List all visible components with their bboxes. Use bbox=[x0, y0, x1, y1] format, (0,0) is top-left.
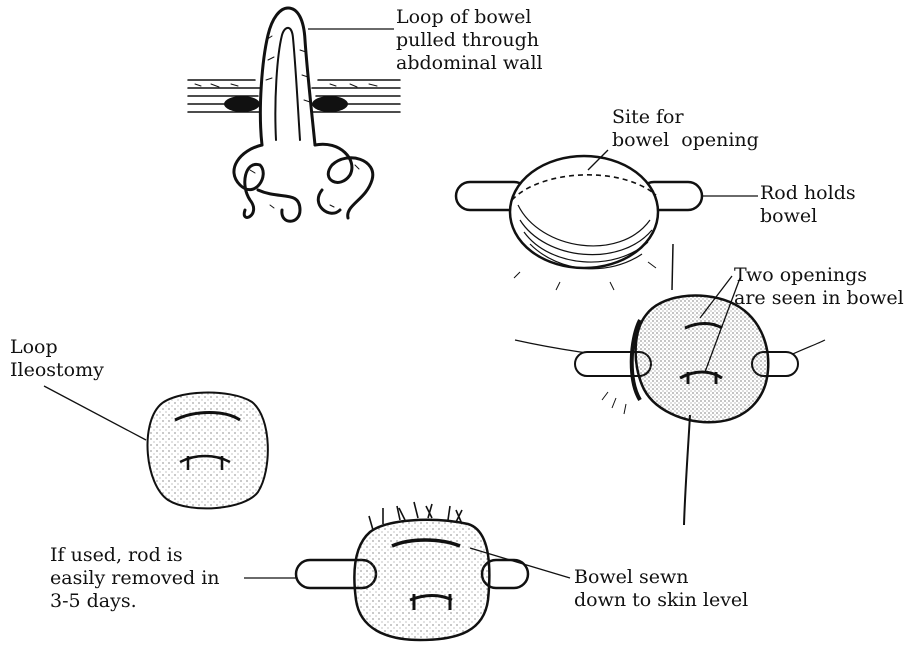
label-line: bowel bbox=[760, 205, 856, 228]
leader-loop-ileostomy bbox=[44, 386, 146, 440]
label-line: Bowel sewn bbox=[574, 566, 748, 589]
label-line: Two openings bbox=[734, 264, 904, 287]
loop-ileostomy-figure bbox=[148, 393, 268, 509]
bowel-loop-figure bbox=[188, 8, 400, 221]
label-line: Loop of bowel bbox=[396, 6, 543, 29]
rod-holds-bowel-figure bbox=[456, 156, 702, 290]
label-line: Ileostomy bbox=[10, 359, 104, 382]
label-line: Rod holds bbox=[760, 182, 856, 205]
label-line: 3-5 days. bbox=[50, 590, 220, 613]
label-site-opening: Site for bowel opening bbox=[612, 106, 759, 152]
label-rod-holds: Rod holds bowel bbox=[760, 182, 856, 228]
sewn-stoma-figure bbox=[296, 502, 528, 640]
label-line: are seen in bowel bbox=[734, 287, 904, 310]
label-line: If used, rod is bbox=[50, 544, 220, 567]
label-line: easily removed in bbox=[50, 567, 220, 590]
label-line: Site for bbox=[612, 106, 759, 129]
small-bowel-coils bbox=[234, 144, 373, 221]
label-rod-removed: If used, rod is easily removed in 3-5 da… bbox=[50, 544, 220, 613]
label-two-openings: Two openings are seen in bowel bbox=[734, 264, 904, 310]
label-line: abdominal wall bbox=[396, 52, 543, 75]
label-line: bowel opening bbox=[612, 129, 759, 152]
label-line: down to skin level bbox=[574, 589, 748, 612]
stoma bbox=[148, 393, 268, 509]
sewn-stoma-body bbox=[354, 520, 489, 640]
label-loop-pulled: Loop of bowel pulled through abdominal w… bbox=[396, 6, 543, 75]
two-openings-figure bbox=[515, 296, 825, 525]
label-line: pulled through bbox=[396, 29, 543, 52]
label-line: Loop bbox=[10, 336, 104, 359]
label-loop-ileostomy: Loop Ileostomy bbox=[10, 336, 104, 382]
label-bowel-sewn: Bowel sewn down to skin level bbox=[574, 566, 748, 612]
